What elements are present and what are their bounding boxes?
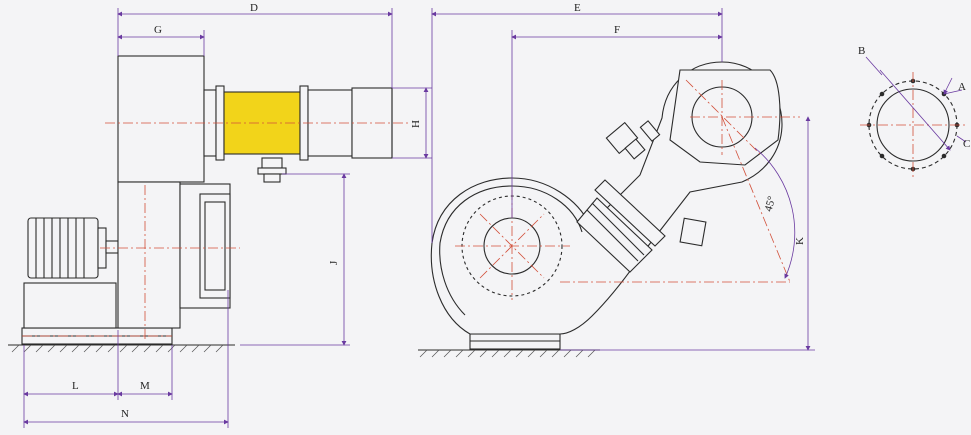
flange-label-C: C — [963, 138, 970, 150]
dim-label-E: E — [574, 2, 581, 14]
flange-label-A: A — [958, 81, 966, 93]
angled-duct — [576, 179, 666, 273]
dim-label-F: F — [614, 24, 620, 36]
dim-label-M: M — [140, 380, 150, 392]
ground-hatch-left — [11, 344, 224, 353]
motor — [27, 217, 119, 279]
motor-pedestal — [23, 282, 117, 329]
discharge-duct — [203, 85, 393, 183]
dim-label-D: D — [250, 2, 258, 14]
side-view: D G H J L M N — [8, 2, 432, 428]
fan-housing-lower — [117, 181, 181, 329]
ground-hatch-middle — [419, 349, 596, 358]
actuator — [605, 120, 707, 247]
dim-label-G: G — [154, 24, 162, 36]
angle-arc — [754, 147, 796, 279]
dim-label-N: N — [121, 408, 129, 420]
fan-housing-upper — [117, 55, 205, 183]
inlet-box — [179, 183, 231, 309]
flange-bore — [876, 88, 950, 162]
dim-label-L: L — [72, 380, 79, 392]
angle-label: 45° — [763, 195, 779, 213]
dim-label-J: J — [328, 260, 340, 265]
flange-label-B: B — [858, 45, 865, 57]
dim-label-H: H — [410, 120, 422, 128]
flange-detail: B A C — [858, 45, 970, 178]
front-view: 45° E F K — [418, 2, 815, 358]
dim-label-K: K — [794, 237, 806, 245]
